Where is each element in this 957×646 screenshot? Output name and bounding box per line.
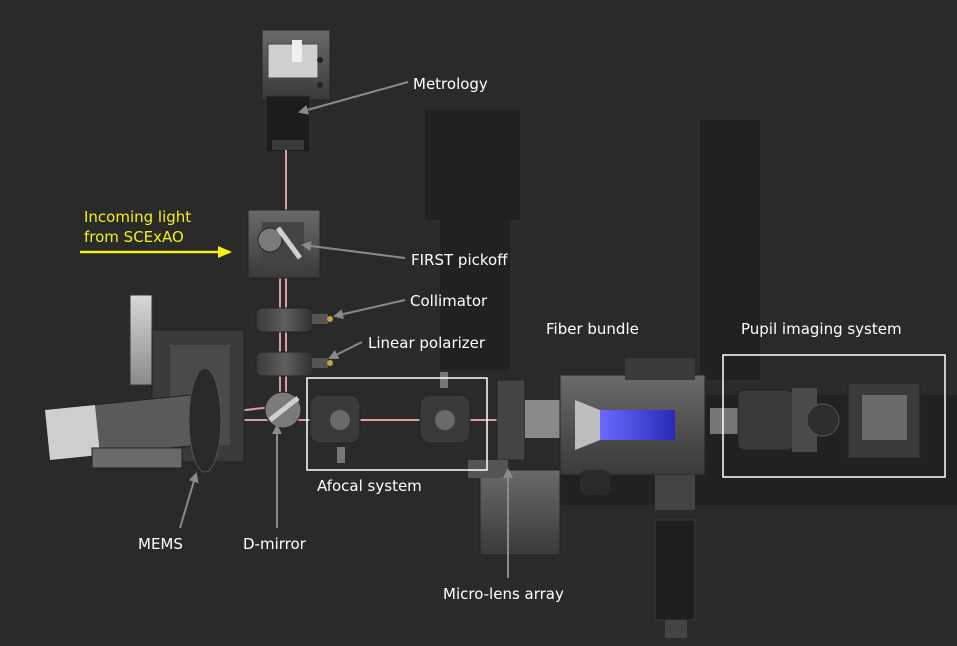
fiber-bundle-holder xyxy=(559,358,706,638)
label-incoming-light: Incoming light from SCExAO xyxy=(84,207,191,247)
d-mirror-mount xyxy=(264,391,302,429)
label-afocal-system: Afocal system xyxy=(317,477,422,495)
label-collimator: Collimator xyxy=(410,292,488,310)
label-mems: MEMS xyxy=(138,535,183,553)
label-d-mirror: D-mirror xyxy=(243,535,306,553)
label-metrology: Metrology xyxy=(413,75,488,93)
first-pickoff-mount xyxy=(247,209,321,279)
linear-polarizer-mount xyxy=(255,351,333,377)
arrow-linear-polarizer xyxy=(328,341,363,359)
label-pupil-imaging-system: Pupil imaging system xyxy=(741,320,902,338)
arrow-metrology xyxy=(298,81,409,115)
pupil-imaging-box xyxy=(722,354,946,478)
arrow-first-pickoff xyxy=(301,241,406,259)
afocal-system-box xyxy=(306,377,488,471)
annotation-arrows xyxy=(179,81,513,578)
label-first-pickoff: FIRST pickoff xyxy=(411,251,508,269)
label-incoming-line1: Incoming light xyxy=(84,208,192,226)
micro-lens-array-stage xyxy=(468,379,570,556)
metrology-camera xyxy=(261,29,331,153)
arrow-mems xyxy=(179,472,199,529)
label-linear-polarizer: Linear polarizer xyxy=(368,334,486,352)
arrow-collimator xyxy=(333,299,406,320)
label-fiber-bundle: Fiber bundle xyxy=(546,320,639,338)
collimator-mount xyxy=(255,307,333,333)
afocal-lenses xyxy=(309,372,471,463)
label-micro-lens-array: Micro-lens array xyxy=(443,585,564,603)
label-incoming-line2: from SCExAO xyxy=(84,228,184,246)
mems-assembly xyxy=(44,294,245,473)
pupil-imaging-system xyxy=(710,382,921,459)
